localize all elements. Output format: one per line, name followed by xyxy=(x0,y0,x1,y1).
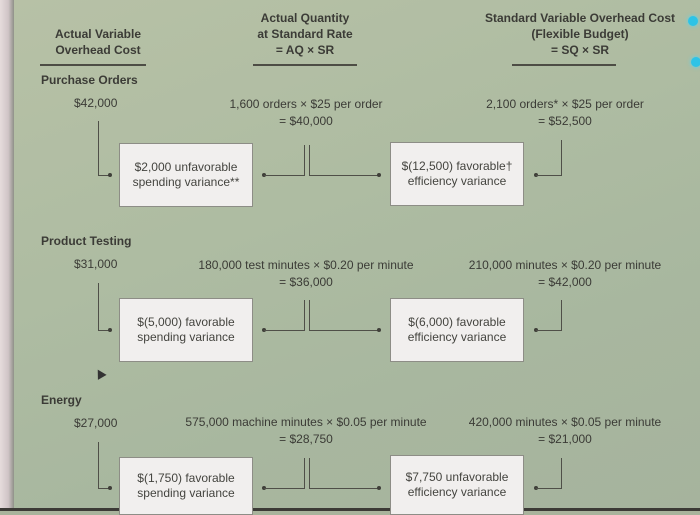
connector-line xyxy=(561,300,562,331)
header-line: Actual Variable xyxy=(54,27,142,41)
formula-result: = $36,000 xyxy=(279,275,333,289)
connector-line xyxy=(309,300,310,331)
connector-line xyxy=(309,175,379,176)
arrow-head xyxy=(377,173,381,177)
variance-amount: $(6,000) favorable xyxy=(408,315,506,329)
header-actual-quantity-standard-rate: Actual Quantity at Standard Rate = AQ × … xyxy=(235,10,375,58)
sq-sr-formula: 420,000 minutes × $0.05 per minute = $21… xyxy=(455,414,675,448)
connector-line xyxy=(309,145,310,176)
formula-result: = $40,000 xyxy=(279,114,333,128)
section-title-purchase-orders: Purchase Orders xyxy=(41,73,138,87)
variance-label: efficiency variance xyxy=(407,485,507,499)
header-line: = AQ × SR xyxy=(275,43,335,57)
actual-cost-value: $42,000 xyxy=(74,96,118,110)
arrow-head xyxy=(108,328,112,332)
section-title-energy: Energy xyxy=(41,393,82,407)
header-underline-3 xyxy=(512,64,616,66)
header-line: Standard Variable Overhead Cost xyxy=(484,11,676,25)
variance-amount: $(12,500) favorable† xyxy=(401,159,513,173)
spending-variance-box: $(1,750) favorable spending variance xyxy=(119,457,253,515)
photo-left-edge xyxy=(0,0,14,511)
header-line: = SQ × SR xyxy=(550,43,610,57)
connector-line xyxy=(561,140,562,176)
variance-amount: $(5,000) favorable xyxy=(137,315,235,329)
connector-line xyxy=(304,458,305,489)
spending-variance-box: $(5,000) favorable spending variance xyxy=(119,298,253,362)
connector-line xyxy=(264,330,304,331)
header-line: Overhead Cost xyxy=(55,43,141,57)
variance-amount: $2,000 unfavorable xyxy=(134,160,238,174)
formula-line: 180,000 test minutes × $0.20 per minute xyxy=(198,258,414,272)
cyan-dot-indicator xyxy=(691,57,700,67)
connector-line xyxy=(309,488,379,489)
formula-line: 210,000 minutes × $0.20 per minute xyxy=(468,258,662,272)
variance-amount: $(1,750) favorable xyxy=(137,471,235,485)
arrow-head xyxy=(377,328,381,332)
header-line: at Standard Rate xyxy=(257,27,353,41)
connector-line xyxy=(264,175,304,176)
formula-line: 575,000 machine minutes × $0.05 per minu… xyxy=(185,415,427,429)
variance-label: spending variance xyxy=(137,486,235,500)
connector-line xyxy=(98,488,110,489)
formula-line: 420,000 minutes × $0.05 per minute xyxy=(468,415,662,429)
formula-result: = $21,000 xyxy=(538,432,592,446)
aq-sr-formula: 1,600 orders × $25 per order = $40,000 xyxy=(226,96,386,130)
header-line: (Flexible Budget) xyxy=(531,27,629,41)
connector-line xyxy=(98,330,110,331)
efficiency-variance-box: $(12,500) favorable† efficiency variance xyxy=(390,142,524,206)
actual-cost-value: $31,000 xyxy=(74,257,118,271)
connector-line xyxy=(536,488,561,489)
connector-line xyxy=(561,458,562,489)
arrow-head xyxy=(108,173,112,177)
connector-line xyxy=(98,121,99,175)
connector-line xyxy=(264,488,304,489)
connector-line xyxy=(304,145,305,176)
formula-line: 2,100 orders* × $25 per order xyxy=(486,97,644,111)
connector-line xyxy=(536,175,561,176)
header-underline-2 xyxy=(253,64,357,66)
actual-cost-value: $27,000 xyxy=(74,416,118,430)
connector-line xyxy=(304,300,305,331)
variance-diagram-page xyxy=(14,0,700,508)
header-standard-variable-overhead: Standard Variable Overhead Cost (Flexibl… xyxy=(455,10,700,58)
spending-variance-box: $2,000 unfavorable spending variance** xyxy=(119,143,253,207)
section-title-product-testing: Product Testing xyxy=(41,234,132,248)
connector-line xyxy=(98,175,110,176)
aq-sr-formula: 575,000 machine minutes × $0.05 per minu… xyxy=(175,414,437,448)
variance-label: spending variance xyxy=(137,330,235,344)
bottom-edge xyxy=(0,508,700,511)
header-line: Actual Quantity xyxy=(260,11,350,25)
connector-line xyxy=(309,330,379,331)
formula-result: = $42,000 xyxy=(538,275,592,289)
header-actual-variable-overhead: Actual Variable Overhead Cost xyxy=(38,26,158,58)
connector-line xyxy=(98,283,99,330)
variance-amount: $7,750 unfavorable xyxy=(405,470,509,484)
aq-sr-formula: 180,000 test minutes × $0.20 per minute … xyxy=(188,257,424,291)
cyan-dot-indicator xyxy=(688,16,698,26)
efficiency-variance-box: $7,750 unfavorable efficiency variance xyxy=(390,455,524,515)
arrow-head xyxy=(108,486,112,490)
variance-label: spending variance** xyxy=(132,175,240,189)
connector-line xyxy=(536,330,561,331)
connector-line xyxy=(98,442,99,488)
formula-result: = $52,500 xyxy=(538,114,592,128)
header-underline-1 xyxy=(40,64,146,66)
arrow-head xyxy=(377,486,381,490)
connector-line xyxy=(309,458,310,489)
variance-label: efficiency variance xyxy=(407,174,507,188)
efficiency-variance-box: $(6,000) favorable efficiency variance xyxy=(390,298,524,362)
sq-sr-formula: 2,100 orders* × $25 per order = $52,500 xyxy=(475,96,655,130)
formula-line: 1,600 orders × $25 per order xyxy=(229,97,383,111)
sq-sr-formula: 210,000 minutes × $0.20 per minute = $42… xyxy=(455,257,675,291)
variance-label: efficiency variance xyxy=(407,330,507,344)
formula-result: = $28,750 xyxy=(279,432,333,446)
